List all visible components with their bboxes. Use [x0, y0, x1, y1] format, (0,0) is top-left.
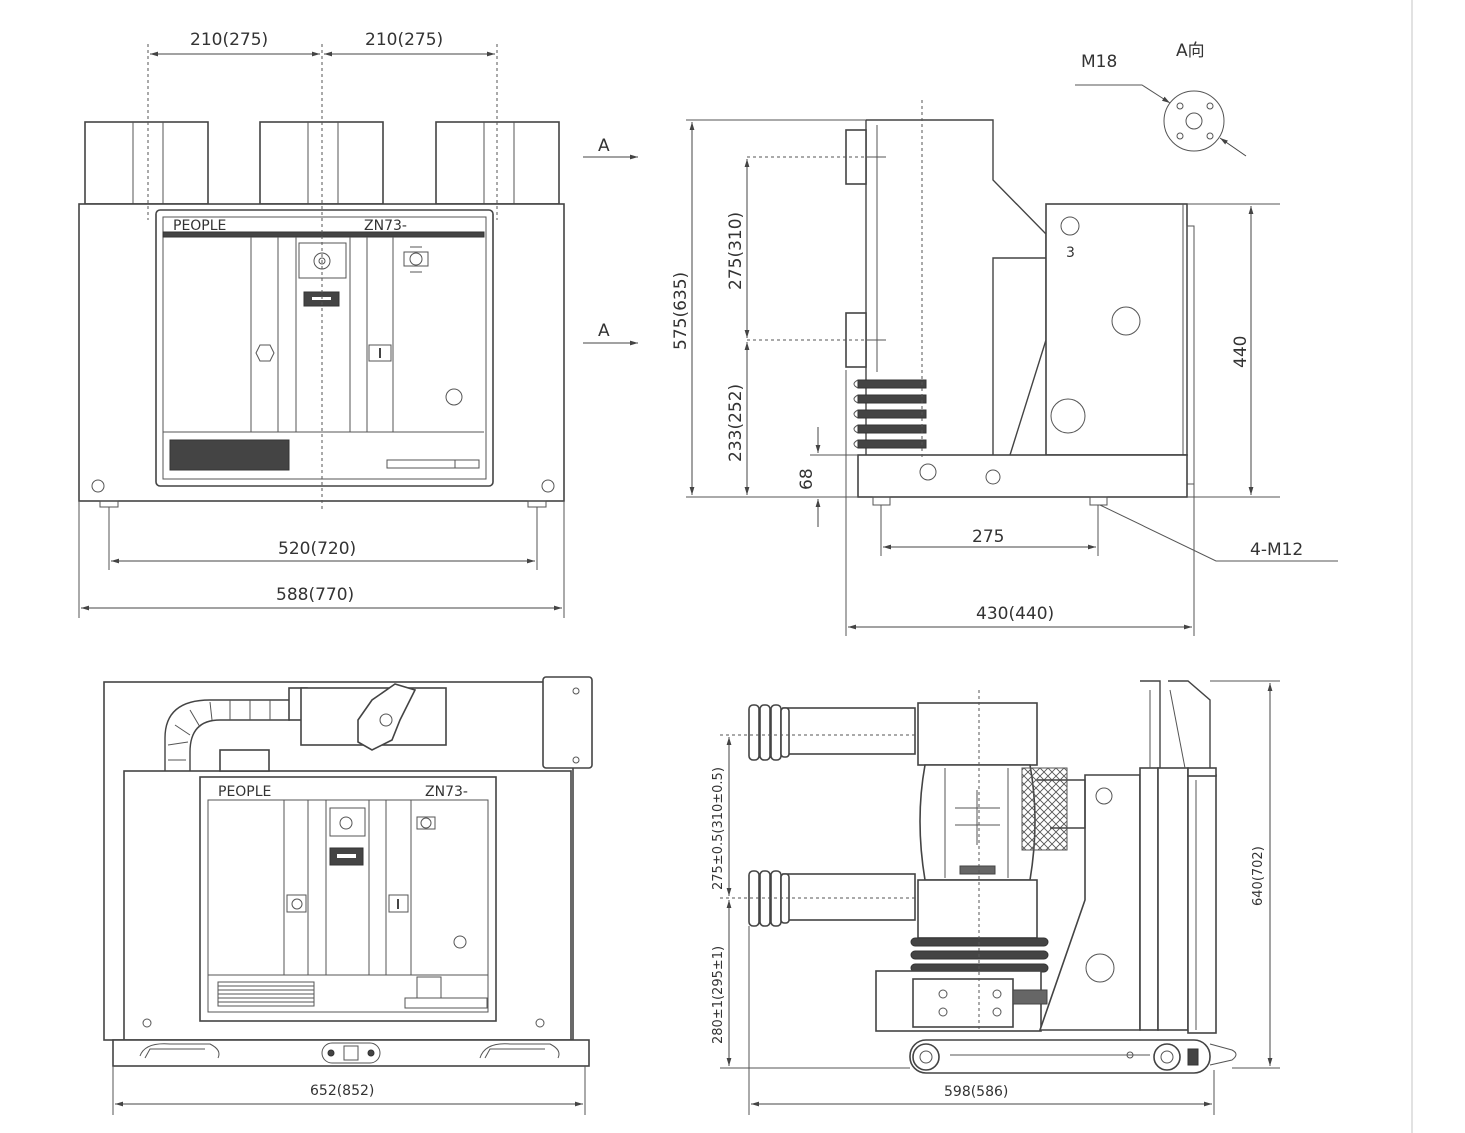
- dim-mount-width: 520(720): [278, 539, 356, 559]
- arrow-a-bottom-label: A: [598, 321, 610, 341]
- dim-handcart-lower: 280±1(295±1): [711, 946, 726, 1044]
- dim-pole-spacing-right: 210(275): [365, 30, 443, 50]
- dim-side-foot-spacing: 275: [972, 527, 1004, 547]
- dim-handcart-total-height: 640(702): [1251, 846, 1266, 906]
- terminal-detail-a: M18 A向: [1075, 41, 1247, 157]
- arrow-a-top-label: A: [598, 136, 610, 156]
- handcart-brand: PEOPLE: [218, 784, 271, 800]
- dim-side-depth: 430(440): [976, 604, 1054, 624]
- side-insulator-ribs: [853, 379, 927, 449]
- side-view: 3 575(635) 275(310) 233(252) 68 440: [671, 41, 1338, 636]
- dim-side-panel-height: 440: [1231, 336, 1251, 368]
- label-view-a: A向: [1176, 41, 1205, 61]
- dim-handcart-upper-pitch: 275±0.5(310±0.5): [711, 767, 726, 890]
- handcart-side-view: 275±0.5(310±0.5) 280±1(295±1) 640(702) 5…: [711, 680, 1280, 1115]
- front-brand: PEOPLE: [173, 218, 226, 234]
- side-item-label: 3: [1066, 245, 1075, 261]
- front-view: PEOPLE ZN73-: [78, 30, 638, 618]
- dim-side-base: 68: [797, 468, 817, 490]
- front-model: ZN73-: [364, 218, 407, 234]
- pole-left: [84, 121, 209, 205]
- dim-total-width: 588(770): [276, 585, 354, 605]
- front-panel: [155, 209, 494, 487]
- upper-contact-fingers: [748, 704, 790, 761]
- front-indicator-icon: [403, 246, 429, 273]
- handcart-vent-grille: [217, 981, 315, 1007]
- handcart-front-view: PEOPLE ZN73-: [103, 676, 593, 1115]
- label-terminal: M18: [1081, 52, 1117, 72]
- dim-side-total-height: 575(635): [671, 272, 691, 350]
- dim-handcart-width: 652(852): [310, 1083, 374, 1099]
- dim-handcart-depth: 598(586): [944, 1084, 1008, 1100]
- dim-side-upper-pitch: 275(310): [726, 212, 746, 290]
- dim-pole-spacing-left: 210(275): [190, 30, 268, 50]
- dim-side-lower: 233(252): [726, 384, 746, 462]
- handcart-model: ZN73-: [425, 784, 468, 800]
- label-bolts: 4-M12: [1250, 540, 1303, 560]
